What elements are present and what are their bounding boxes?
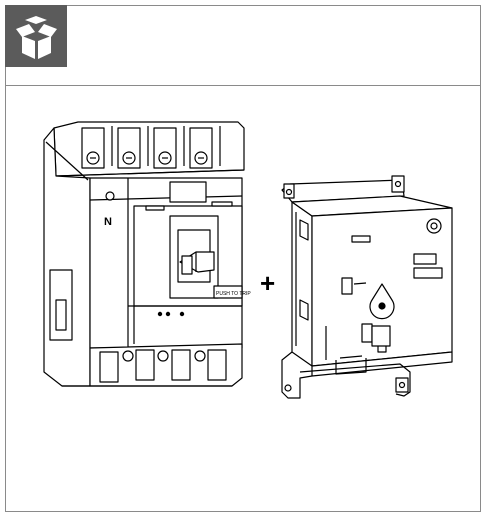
push-to-trip-label: PUSH TO TRIP: [216, 291, 251, 297]
plus-operator: +: [260, 268, 275, 298]
circuit-breaker: N PUSH TO TRIP: [43, 121, 251, 387]
package-badge: [5, 5, 67, 67]
plus-sign: +: [260, 268, 275, 298]
neutral-label: N: [104, 216, 112, 228]
motor-operator-module: [281, 175, 453, 399]
package-box-icon: [16, 16, 57, 59]
header-divider: [5, 85, 481, 86]
